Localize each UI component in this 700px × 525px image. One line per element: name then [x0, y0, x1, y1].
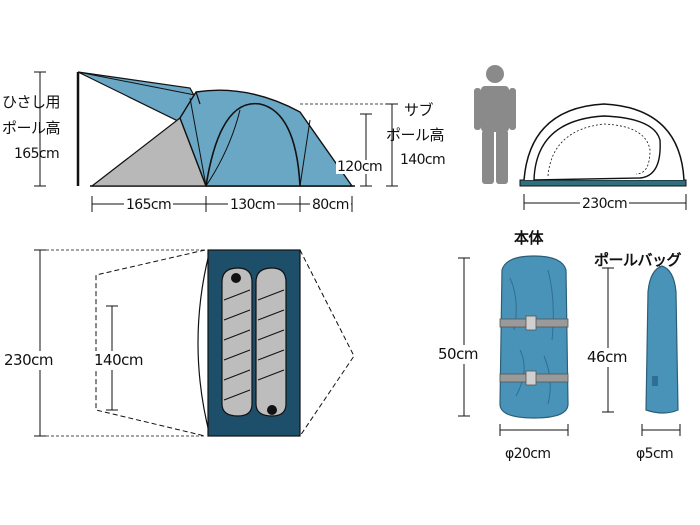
vestibule-outline [95, 249, 206, 437]
side-view-tent [76, 71, 355, 187]
front-door-outline [533, 115, 661, 181]
fly-seam [205, 109, 241, 187]
inner-height: 120cm [336, 159, 384, 175]
front-floor [519, 179, 687, 187]
sub-pole-label-1: サブ [404, 101, 434, 119]
person-figure [474, 65, 516, 184]
person-leg-right [496, 130, 508, 184]
awning-pole-label-2: ポール高 [2, 119, 61, 137]
awning-edge [77, 71, 201, 97]
width-front: 165cm [124, 197, 174, 213]
inner-pole-arc [205, 102, 301, 187]
person-torso [481, 86, 509, 132]
person-arm-right [509, 88, 516, 130]
awning-pole-label-1: ひさし用 [2, 93, 61, 111]
tent-bag-body [499, 255, 569, 419]
sub-pole-tip [195, 91, 201, 105]
width-rear: 80cm [310, 197, 351, 213]
person-head [486, 65, 504, 83]
person-arm-left [474, 88, 481, 130]
sub-pole-height: 140cm [400, 152, 446, 168]
rear-vestibule-outline [299, 249, 355, 437]
front-view-tent [519, 103, 687, 210]
rear-seam [299, 119, 311, 187]
floor-plan [34, 249, 355, 437]
pillow-icon [267, 405, 277, 415]
width-middle: 130cm [228, 197, 278, 213]
floor-depth: 230cm [4, 351, 54, 370]
person-leg-left [482, 130, 494, 184]
awning-pole-height: 165cm [14, 146, 60, 162]
sleeping-bag-right [255, 267, 287, 417]
bag-wrinkles [509, 269, 554, 405]
strap-buckle [525, 315, 537, 331]
tent-bag-diameter: φ20cm [505, 446, 551, 462]
tent-bag-title: 本体 [514, 229, 544, 247]
pole-bag-height: 46cm [587, 348, 627, 367]
floor-inner-width: 140cm [94, 351, 144, 370]
fly-sheet [179, 89, 354, 187]
pole-bag [602, 264, 681, 436]
pole-bag-body [645, 265, 679, 414]
pole-bag-diameter: φ5cm [636, 446, 674, 462]
pillow-icon [231, 273, 241, 283]
front-width: 230cm [580, 196, 630, 212]
strap-buckle [525, 370, 537, 386]
front-pole-line [189, 97, 207, 187]
pole-bag-title: ポールバッグ [594, 251, 682, 269]
tent-bag-height: 50cm [438, 345, 478, 364]
pole-bag-logo [652, 376, 658, 386]
front-curve [197, 249, 211, 437]
tent-bag [458, 255, 569, 436]
sub-pole-label-2: ポール高 [386, 126, 445, 144]
sleeping-bag-left [221, 267, 253, 417]
